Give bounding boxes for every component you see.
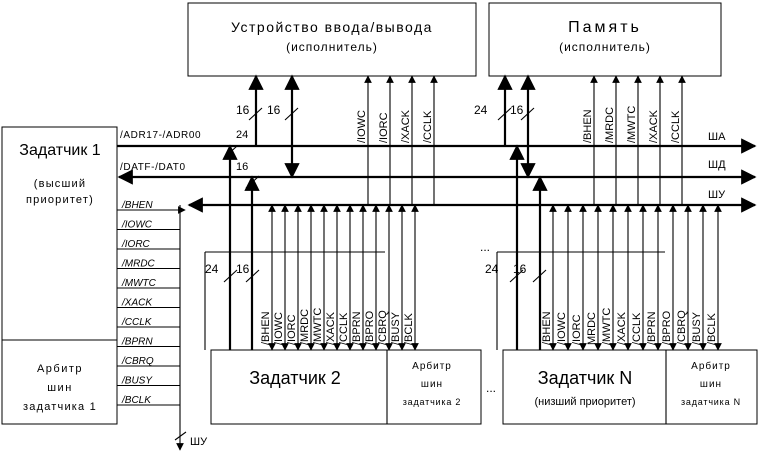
io-signal-label-0: /IOWC — [356, 110, 368, 143]
master2-signal-label-2: /IORC — [286, 314, 298, 345]
width-label-h: 16 — [513, 262, 527, 276]
masterN-box — [502, 349, 758, 425]
master1-signal-group: /BHEN/IOWC/IORC/MRDC/MWTC/XACK/CCLK/BPRN… — [117, 200, 180, 406]
master2-signal-label-1: /IOWC — [273, 312, 285, 345]
arbiterN-line1: Арбитр — [691, 360, 731, 372]
master1-signal-label-2: /IORC — [121, 239, 151, 250]
io-signal-label-2: /XACK — [400, 109, 412, 143]
master2-signal-label-6: /CCLK — [338, 312, 350, 345]
data-bus-signal: /DATF-/DAT0 — [120, 162, 186, 173]
masterN-signal-label-5: /XACK — [616, 311, 628, 345]
masterN-title: Задатчик N — [538, 368, 633, 388]
master1-subtitle-line1: (высший — [34, 178, 86, 190]
mem-signal-label-4: /CCLK — [670, 110, 682, 143]
mem-signal-label-3: /XACK — [648, 109, 660, 143]
width-label-c: 24 — [474, 103, 488, 117]
arbiter2-line2: шин — [421, 379, 443, 390]
master2-signal-label-7: /BPRN — [351, 311, 363, 345]
io-device-box — [187, 2, 477, 77]
io-signal-label-1: /IORC — [378, 112, 390, 143]
masterN-subtitle: (низший приоритет) — [534, 396, 635, 408]
address-bus-signal: /ADR17-/ADR00 — [120, 130, 201, 141]
arbiterN-line3: задатчика N — [681, 397, 741, 407]
master2-box — [210, 349, 482, 425]
arbiter1-line2: шин — [47, 382, 73, 394]
master2-signal-group: /BHEN/IOWC/IORC/MRDC/MWTC/XACK/CCLK/BPRN… — [260, 204, 419, 351]
control-bus-name: ШУ — [708, 189, 726, 201]
width-label-a: 16 — [236, 103, 250, 117]
masterN-signal-label-11: /BCLK — [706, 313, 718, 345]
master2-signal-label-9: /CBRQ — [377, 310, 389, 345]
io-signal-group: /IOWC/IORC/XACK/CCLK — [356, 75, 438, 205]
data-bus-name: ШД — [708, 159, 726, 171]
master2-signal-label-3: /MRDC — [299, 309, 311, 345]
width-label-b: 16 — [267, 103, 281, 117]
address-bus-width: 24 — [236, 129, 248, 141]
masterN-signal-label-7: /BPRN — [646, 311, 658, 345]
width-label-f: 16 — [236, 262, 250, 276]
masterN-signal-label-8: /BPRO — [661, 310, 673, 345]
io-signal-label-3: /CCLK — [422, 110, 434, 143]
io-device-subtitle: (исполнитель) — [286, 40, 378, 54]
master2-signal-label-8: /BPRO — [364, 310, 376, 345]
mem-signal-label-1: /MRDC — [604, 107, 616, 143]
masterN-signal-label-10: /BUSY — [691, 311, 703, 345]
arbiter1-line3: задатчика 1 — [23, 401, 97, 413]
arbiter2-line1: Арбитр — [412, 360, 452, 372]
masterN-signal-label-9: /CBRQ — [676, 310, 688, 345]
mem-signal-label-0: /BHEN — [582, 109, 594, 143]
master1-box — [1, 126, 118, 341]
masterN-signal-label-3: MRDC — [586, 312, 598, 345]
master1-signal-label-6: /CCLK — [121, 317, 153, 328]
master2-signal-label-0: /BHEN — [260, 311, 272, 345]
master1-signal-label-7: /BPRN — [121, 337, 153, 348]
memory-subtitle: (исполнитель) — [559, 40, 651, 54]
master1-signal-label-9: /BUSY — [121, 376, 153, 387]
ellipsis-middle: ... — [486, 381, 496, 395]
master1-signal-label-10: /BCLK — [121, 395, 152, 406]
mem-signal-label-2: /MWTC — [626, 106, 638, 143]
master1-signal-label-1: /IOWC — [121, 220, 153, 231]
master1-signal-label-5: /XACK — [121, 298, 153, 309]
masterN-signal-label-4: /MWTC — [601, 308, 613, 345]
masterN-signal-label-2: /IORC — [571, 314, 583, 345]
masterN-signal-label-0: /BHEN — [541, 311, 553, 345]
masterN-signal-label-6: /CCLK — [631, 312, 643, 345]
io-device-title: Устройство ввода/вывода — [231, 19, 433, 35]
master2-signal-label-4: /MWTC — [312, 308, 324, 345]
control-bus-bottom-label: ШУ — [190, 436, 208, 448]
master2-title: Задатчик 2 — [249, 368, 341, 388]
masterN-signal-label-1: /IOWC — [556, 312, 568, 345]
master2-signal-label-5: /XACK — [325, 311, 337, 345]
master1-title: Задатчик 1 — [19, 142, 100, 159]
master1-subtitle-line2: приоритет) — [26, 194, 94, 206]
ellipsis-top: ... — [480, 240, 490, 254]
memory-signal-group: /BHEN/MRDC/MWTC/XACK/CCLK — [582, 75, 686, 205]
memory-box — [488, 2, 722, 77]
data-bus-width: 16 — [236, 161, 248, 173]
width-label-d: 16 — [510, 103, 524, 117]
master1-signal-label-8: /CBRQ — [121, 356, 154, 367]
width-label-g: 24 — [485, 262, 499, 276]
arbiter2-line3: задатчика 2 — [403, 397, 461, 407]
master1-signal-label-4: /MWTC — [121, 278, 157, 289]
arbiterN-line2: шин — [700, 379, 722, 390]
master2-signal-label-11: /BCLK — [403, 313, 415, 345]
master2-signal-label-10: /BUSY — [390, 311, 402, 345]
bus-width-ticks — [223, 107, 547, 283]
address-bus-name: ША — [708, 131, 726, 143]
memory-title: Память — [568, 19, 642, 36]
master1-signal-label-0: /BHEN — [121, 200, 153, 211]
master1-signal-label-3: /MRDC — [121, 259, 156, 270]
arbiter1-line1: Арбитр — [37, 363, 83, 375]
width-label-e: 24 — [205, 262, 219, 276]
arbiter1-box — [1, 339, 118, 425]
